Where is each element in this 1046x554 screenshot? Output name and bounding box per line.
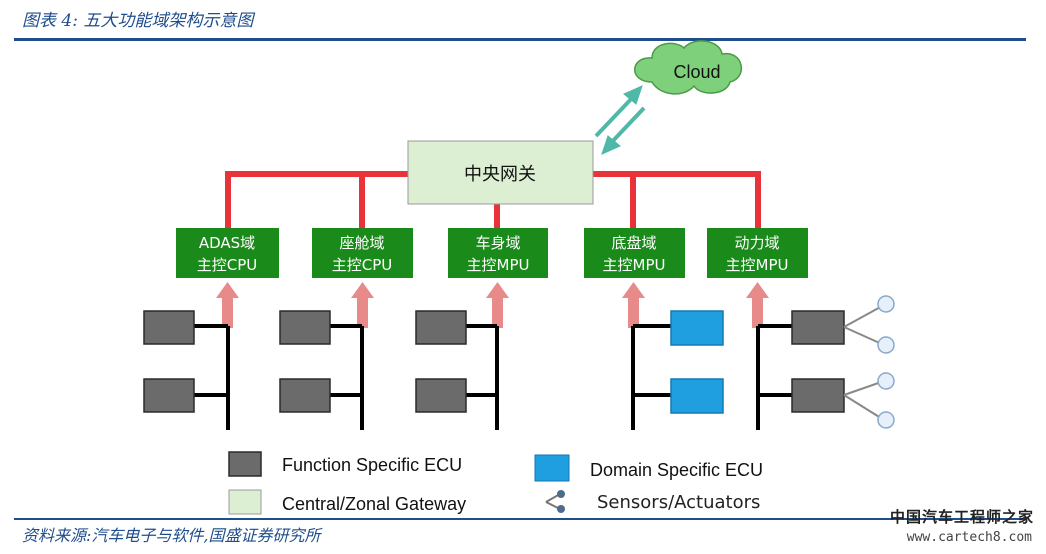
watermark-url: www.cartech8.com [906,530,1032,545]
figure-title: 图表 4: 五大功能域架构示意图 [22,11,254,31]
central-gateway: 中央网关 [407,140,594,205]
sensor-node [877,411,895,429]
function-ecu [279,310,331,345]
domain-controller-chassis: 底盘域 主控MPU [584,228,685,278]
sensor-node [877,295,895,313]
legend-gateway-swatch [228,489,262,515]
domain-label-line1: 座舱域 [339,234,384,252]
gateway-label: 中央网关 [464,164,536,185]
domain-controller-adas: ADAS域 主控CPU [176,228,279,278]
function-ecus [143,310,845,413]
sensors-actuators [843,295,895,429]
domain-label-line2: 主控CPU [197,256,258,274]
function-ecu [415,378,467,413]
legend-domain-ecu-label: Domain Specific ECU [590,460,763,480]
legend-gateway-label: Central/Zonal Gateway [282,494,466,514]
cloud-icon: Cloud [634,40,743,95]
footer-rule [14,518,1026,520]
domain-label-line1: 车身域 [475,234,520,252]
domain-controller-body: 车身域 主控MPU [448,228,548,278]
domain-controller-cockpit: 座舱域 主控CPU [312,228,413,278]
function-ecu [791,378,845,413]
domain-ecus [670,310,724,414]
legend-sensor-label: Sensors/Actuators [597,492,760,513]
source-note: 资料来源:汽车电子与软件,国盛证券研究所 [22,526,321,545]
function-ecu [143,378,195,413]
domain-ecu [670,310,724,346]
function-ecu [143,310,195,345]
domain-label-line2: 主控CPU [332,256,393,274]
legend-sensor-icon [545,490,565,513]
sensor-node [877,372,895,390]
domain-label-line1: 底盘域 [611,234,656,252]
cloud-link-arrows [594,85,646,155]
watermark-title: 中国汽车工程师之家 [889,508,1034,526]
legend-function-ecu-swatch [228,451,262,477]
function-ecu [279,378,331,413]
ecu-to-domain-arrows [216,282,769,328]
function-ecu [791,310,845,345]
legend: Function Specific ECU Central/Zonal Gate… [228,451,763,515]
cloud-label: Cloud [673,62,720,82]
domain-ecu [670,378,724,414]
legend-function-ecu-label: Function Specific ECU [282,455,462,475]
function-ecu [415,310,467,345]
domain-label-line2: 主控MPU [726,256,789,274]
domain-label-line1: 动力域 [734,234,779,252]
domain-label-line1: ADAS域 [199,234,255,252]
sensor-node [877,336,895,354]
gateway-bus [225,171,761,228]
legend-domain-ecu-swatch [534,454,570,482]
local-ecu-buses [194,324,792,430]
domain-label-line2: 主控MPU [467,256,530,274]
header-rule [14,38,1026,41]
domain-controller-powertrain: 动力域 主控MPU [707,228,808,278]
domain-label-line2: 主控MPU [603,256,666,274]
